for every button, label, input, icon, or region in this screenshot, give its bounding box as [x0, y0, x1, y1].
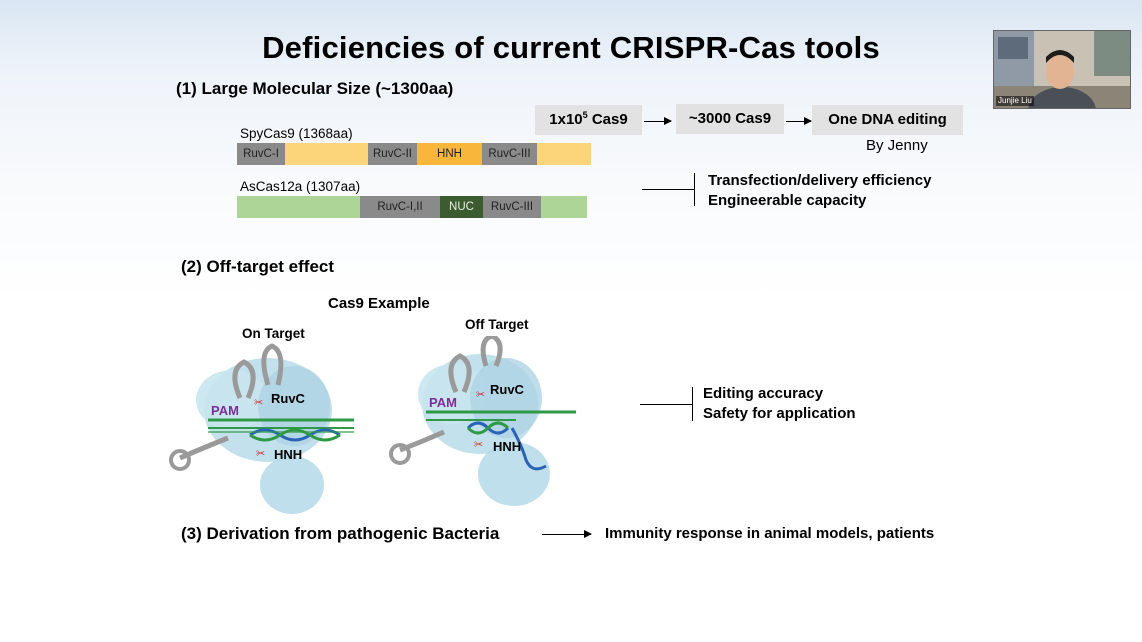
on-target-diagram: ✂ ✂	[169, 343, 354, 514]
svg-text:✂: ✂	[476, 388, 485, 401]
off-target-pam: PAM	[429, 395, 457, 410]
off-target-diagram: ✂ ✂	[389, 336, 576, 506]
impact1-item-delivery: Transfection/delivery efficiency	[708, 172, 932, 189]
flow-box-copies-base: 1x10	[549, 111, 583, 128]
participant-video[interactable]: Junjie Liu	[993, 30, 1131, 109]
impact2-connector	[640, 404, 692, 405]
impact1-connector	[642, 189, 694, 190]
flow-arrow-1	[644, 117, 672, 125]
ascas12a-ruvc-i-ii: RuvC-I,II	[360, 196, 440, 218]
cas9-example-title: Cas9 Example	[328, 295, 430, 312]
impact2-bracket	[692, 387, 693, 421]
svg-text:✂: ✂	[474, 438, 483, 451]
off-target-ruvc: RuvC	[490, 382, 524, 397]
off-target-hnh: HNH	[493, 439, 522, 454]
ascas12a-nuc: NUC	[440, 196, 483, 218]
off-target-label: Off Target	[465, 317, 529, 332]
impact1-bracket	[694, 173, 695, 206]
flow-box-copies: 1x105 Cas9	[535, 105, 642, 135]
section3-consequence: Immunity response in animal models, pati…	[605, 525, 935, 542]
spycas9-hnh: HNH	[417, 143, 482, 165]
flow-box-copies-suffix: Cas9	[587, 111, 628, 128]
participant-name: Junjie Liu	[996, 96, 1034, 106]
section1-heading: (1) Large Molecular Size (~1300aa)	[176, 79, 454, 98]
svg-text:✂: ✂	[254, 396, 263, 409]
flow-arrow-2	[786, 117, 812, 125]
participant-video-feed	[994, 31, 1130, 108]
section2-heading: (2) Off-target effect	[181, 257, 335, 276]
spycas9-ruvc-iii: RuvC-III	[482, 143, 537, 165]
on-target-pam: PAM	[211, 403, 239, 418]
ascas12a-label: AsCas12a (1307aa)	[240, 179, 361, 194]
ascas12a-ruvc-iii: RuvC-III	[483, 196, 541, 218]
flow-credit: By Jenny	[866, 137, 928, 154]
spycas9-domain-bar: RuvC-I RuvC-II HNH RuvC-III	[237, 143, 591, 165]
flow-box-copies-exponent: 5	[582, 110, 588, 120]
svg-text:✂: ✂	[256, 447, 265, 460]
impact1-item-capacity: Engineerable capacity	[708, 192, 867, 209]
spycas9-ruvc-i: RuvC-I	[237, 143, 285, 165]
slide-title: Deficiencies of current CRISPR-Cas tools	[262, 30, 880, 65]
ascas12a-domain-bar: RuvC-I,II NUC RuvC-III	[237, 196, 587, 218]
impact2-item-accuracy: Editing accuracy	[703, 385, 824, 402]
spycas9-ruvc-ii: RuvC-II	[368, 143, 417, 165]
impact2-item-safety: Safety for application	[703, 405, 856, 422]
spycas9-label: SpyCas9 (1368aa)	[240, 126, 353, 141]
flow-box-result: One DNA editing	[812, 105, 963, 135]
on-target-hnh: HNH	[274, 447, 303, 462]
on-target-label: On Target	[242, 326, 305, 341]
on-target-ruvc: RuvC	[271, 391, 305, 406]
section3-heading: (3) Derivation from pathogenic Bacteria	[181, 524, 500, 543]
flow-box-effective: ~3000 Cas9	[676, 104, 784, 134]
section3-arrow	[542, 530, 592, 538]
